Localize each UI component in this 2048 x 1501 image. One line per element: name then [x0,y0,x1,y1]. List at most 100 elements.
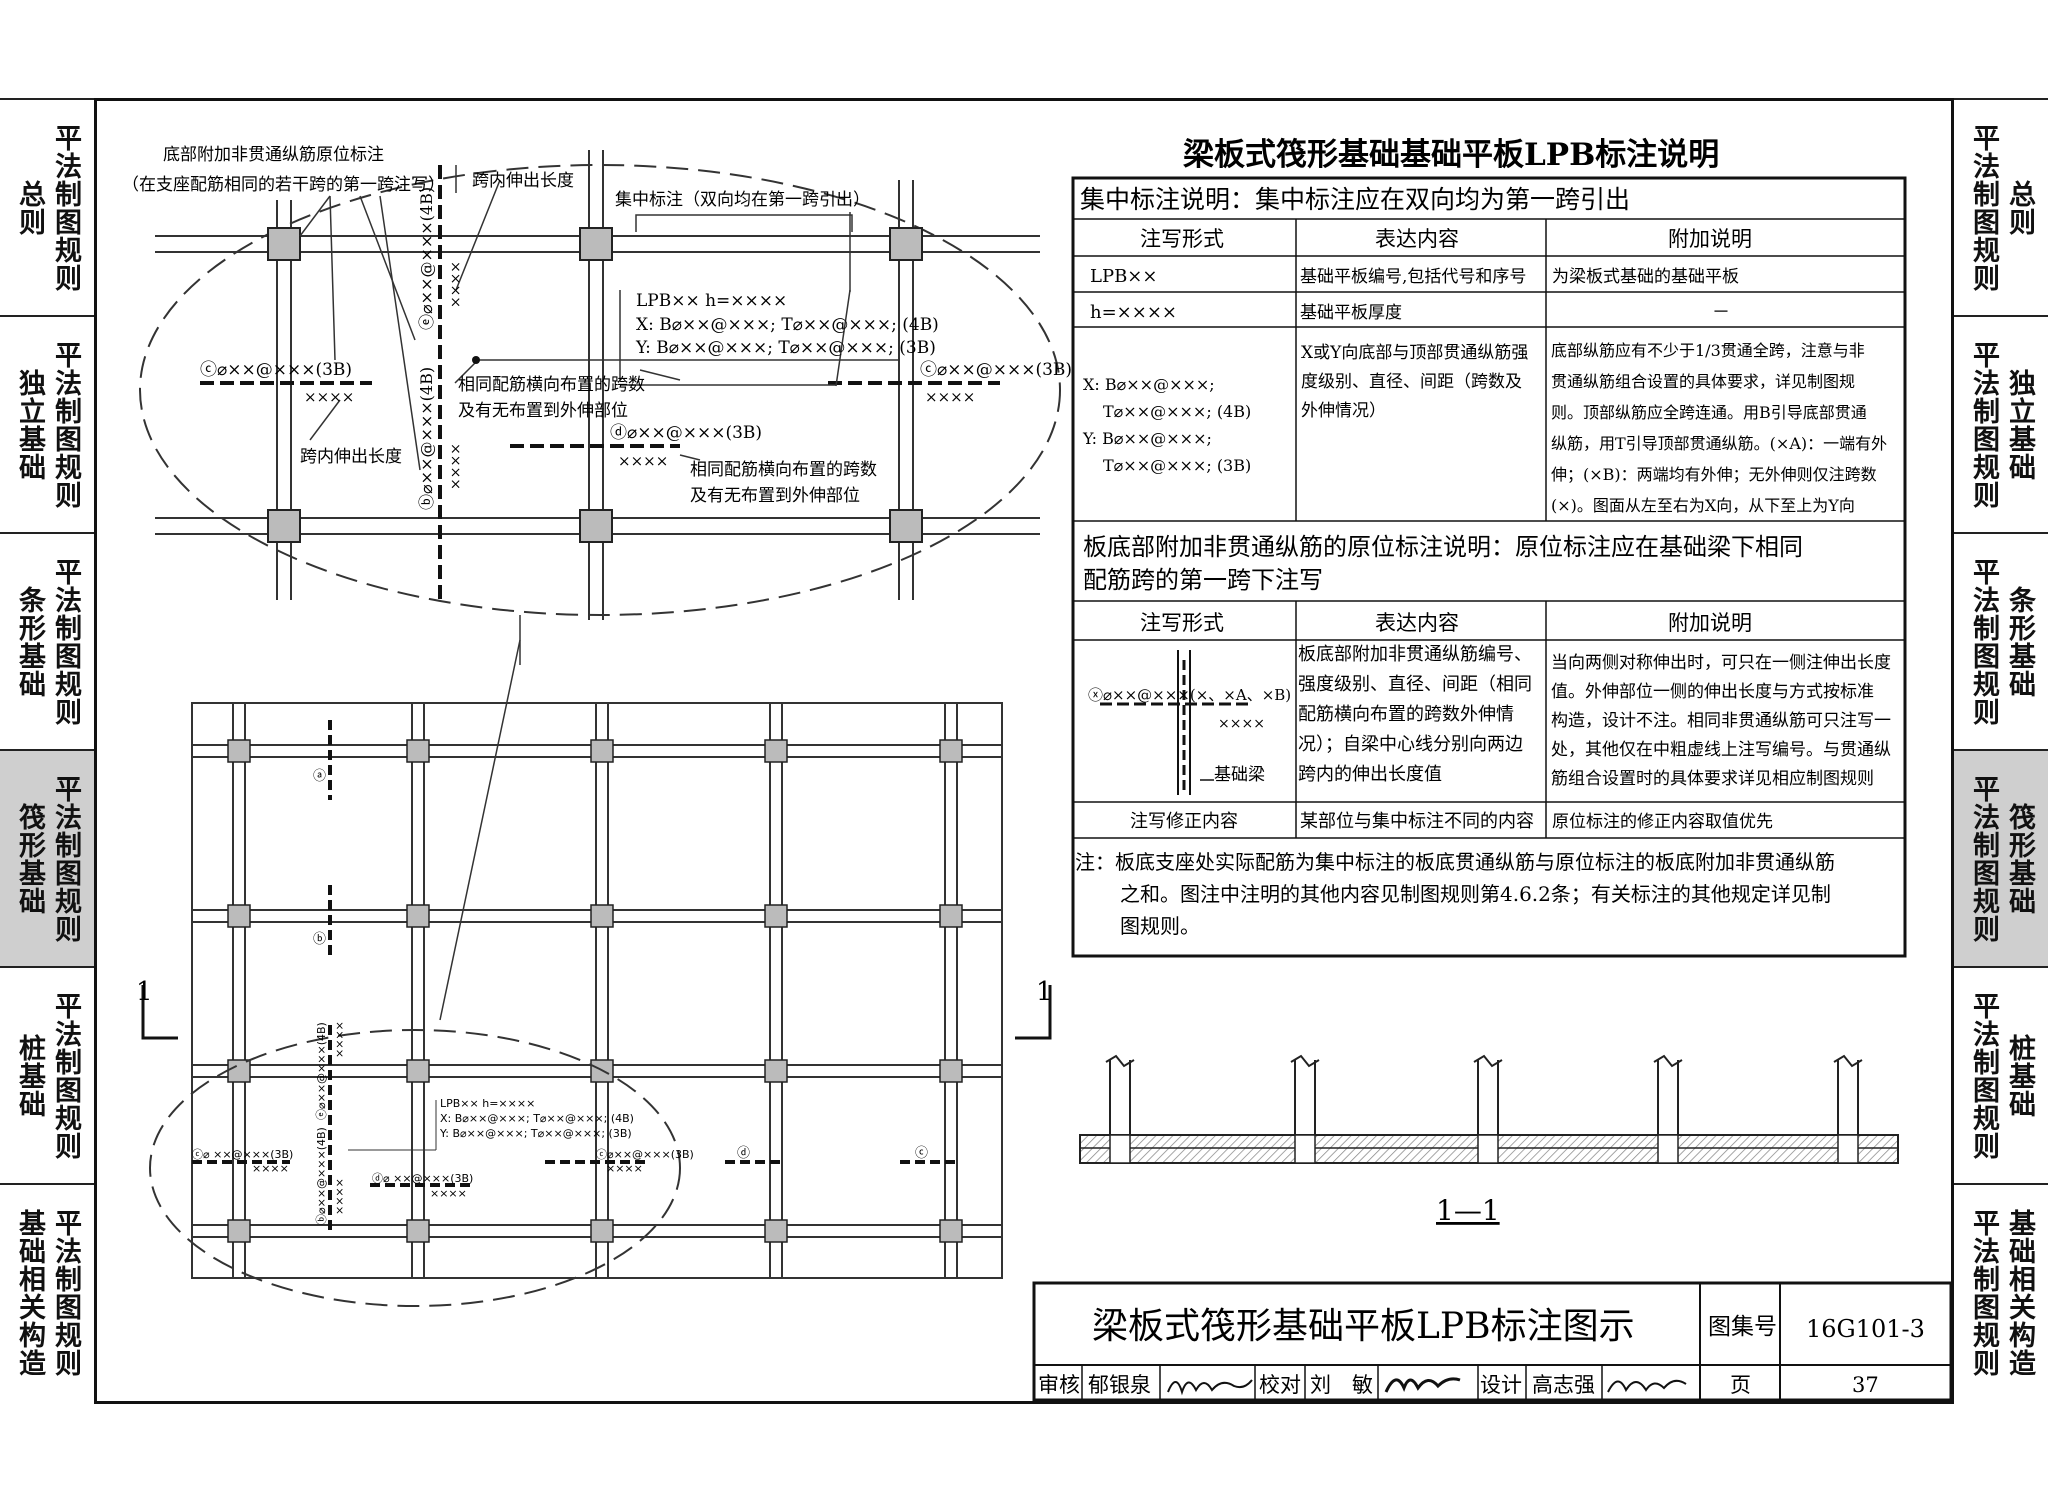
xxxx-c-right: ×××× [925,388,975,406]
section-mark-left-label: 1 [136,977,153,1007]
note-same-bars-2: 及有无布置到外伸部位 [458,401,628,421]
plan-xxxx-cr: ×××× [606,1162,643,1175]
plan-column [590,1219,614,1243]
plan-column [764,904,788,928]
col-note-2: 附加说明 [1668,611,1752,635]
right-tab-1[interactable]: 平法制图规则独立基础 [1954,315,2048,532]
r3note-line-2: 则。顶部纵筋应全跨连通。用B引导底部贯通 [1551,403,1867,422]
section-mark-left [141,985,178,1040]
page-label: 页 [1730,1373,1751,1397]
plan-lpb-line3: Y: B⌀××@×××; T⌀××@×××; (3B) [439,1127,632,1140]
r3form-line-2: Y: B⌀××@×××; [1082,429,1212,448]
detail-view: 底部附加非贯通纵筋原位标注 （在支座配筋相同的若干跨的第一跨注写） 跨内伸出长度… [122,145,1072,620]
section-1-1: 1—1 [1079,1054,1899,1227]
r1-note: 为梁板式基础的基础平板 [1552,267,1739,287]
leader-lines [299,165,900,471]
left-tab-5-col2: 平法制图规则 [50,1208,81,1377]
r4note-line-2: 构造，设计不注。相同非贯通纵筋可只注写一 [1551,711,1891,731]
col-form-2: 注写形式 [1140,611,1224,635]
left-tab-0[interactable]: 总则平法制图规则 [0,98,94,315]
left-tab-1-col1: 独立基础 [14,368,45,481]
right-tab-4[interactable]: 平法制图规则桩基础 [1954,966,2048,1183]
section-column [1290,1054,1320,1135]
plan-bar-b-vert: ⓑ⌀××@×××(4B) [315,1127,328,1225]
plan-xxxx-e: ×××× [333,1021,346,1058]
plan-beams [192,703,1002,1278]
right-tab-3[interactable]: 平法制图规则筏形基础 [1954,749,2048,966]
plan-bar-d: ⓓ [737,1146,750,1161]
r4content-line-4: 跨内的伸出长度值 [1298,764,1442,785]
section-column [1105,1054,1135,1135]
detail-columns [267,227,923,543]
plan-xxxx-b: ×××× [333,1178,346,1215]
callout-bottom-title: 底部附加非贯通纵筋原位标注 [163,145,384,165]
plan-column [764,739,788,763]
bar-e-vert: ⓔ⌀××@×××(4B) [417,187,436,330]
col-form-1: 注写形式 [1140,227,1224,251]
right-tab-2-col1: 平法制图规则 [1968,557,1999,726]
r2-note: － [1712,302,1730,323]
xxxx-d: ×××× [618,452,668,470]
xxxx-e: ×××× [448,261,464,308]
section-beam [1837,1134,1859,1164]
r3-form: X: B⌀××@×××;T⌀××@×××; (4B)Y: B⌀××@×××;T⌀… [1082,375,1251,475]
r1-form: LPB×× [1090,266,1157,287]
designer-signature [1607,1379,1687,1393]
plan-column [939,1059,963,1083]
plan-column [227,739,251,763]
sec2header-line-0: 板底部附加非贯通纵筋的原位标注说明：原位标注应在基础梁下相同 [1083,533,1803,561]
r3note-line-3: 纵筋，用T引导顶部贯通纵筋。(×A)：一端有外 [1551,434,1887,453]
col-note-1: 附加说明 [1668,227,1752,251]
left-tab-1[interactable]: 独立基础平法制图规则 [0,315,94,532]
right-tab-1-col2: 独立基础 [2004,368,2035,481]
right-tab-5[interactable]: 平法制图规则基础相关构造 [1954,1183,2048,1400]
r3-note: 底部纵筋应有不少于1/3贯通全跨，注意与非贯通纵筋组合设置的具体要求，详见制图规… [1551,341,1887,515]
plan-column [939,739,963,763]
r4-form-xxxx: ×××× [1218,716,1265,732]
plan-column [406,904,430,928]
plan-annotations: ⓐ ⓑ ⓒ ⓓ LPB×× h=×××× X: B⌀××@×××; T⌀××@×… [192,769,928,1225]
plan-column [939,904,963,928]
r3note-line-1: 贯通纵筋组合设置的具体要求，详见制图规 [1551,372,1855,391]
right-tab-3-col1: 平法制图规则 [1968,774,1999,943]
checker-signature [1384,1377,1461,1393]
plan-detail-ellipse [149,1029,681,1307]
left-tab-2-col2: 平法制图规则 [50,557,81,726]
r5-content: 某部位与集中标注不同的内容 [1300,811,1534,832]
left-tab-3[interactable]: 筏形基础平法制图规则 [0,749,94,966]
r4-form-bar: ⓧ⌀××@×××(×、×A、×B) [1088,686,1291,704]
left-tab-0-col1: 总则 [14,179,45,236]
r3content-line-0: X或Y向底部与顶部贯通纵筋强 [1301,343,1528,363]
r5-form: 注写修正内容 [1130,811,1238,832]
r3note-line-4: 伸；(×B)：两端均有外伸；无外伸则仅注跨数 [1551,465,1877,484]
r4content-line-3: 况）；自梁中心线分别向两边 [1298,734,1523,755]
xxxx-c-left: ×××× [304,388,354,406]
bar-d: ⓓ⌀××@×××(3B) [610,423,762,443]
spec-table: 梁板式筏形基础基础平板LPB标注说明 集中标注说明：集中标注应在双向均为第一跨引… [1071,137,1907,958]
bar-c-left: ⓒ⌀××@×××(3B) [200,360,352,380]
r4note-line-4: 筋组合设置时的具体要求详见相应制图规则 [1551,769,1874,789]
plan-rebar-lines [192,720,960,1230]
r2-content: 基础平板厚度 [1300,303,1402,323]
left-tab-3-col2: 平法制图规则 [50,774,81,943]
plan-column [406,1059,430,1083]
left-tab-5[interactable]: 基础相关构造平法制图规则 [0,1183,94,1400]
detail-rebar-lines [200,165,1000,600]
plan-column [227,1059,251,1083]
right-tab-2[interactable]: 平法制图规则条形基础 [1954,532,2048,749]
reviewer-signature [1167,1379,1253,1396]
bar-c-right: ⓒ⌀××@×××(3B) [920,360,1072,380]
left-tab-2[interactable]: 条形基础平法制图规则 [0,532,94,749]
plan-column [406,1219,430,1243]
r3note-line-0: 底部纵筋应有不少于1/3贯通全跨，注意与非 [1551,341,1865,360]
left-tab-3-col1: 筏形基础 [14,802,45,915]
design-label: 设计 [1480,1373,1522,1397]
plan-view: ⓐ ⓑ ⓒ ⓓ LPB×× h=×××× X: B⌀××@×××; T⌀××@×… [136,702,1053,1307]
designer: 高志强 [1532,1373,1595,1397]
right-tab-0[interactable]: 平法制图规则总则 [1954,98,2048,315]
section-column [1653,1054,1683,1135]
bar-b-vert: ⓑ⌀××@×××(4B) [417,367,436,510]
centralized-label: 集中标注（双向均在第一跨引出） [615,190,870,210]
left-tab-4[interactable]: 桩基础平法制图规则 [0,966,94,1183]
